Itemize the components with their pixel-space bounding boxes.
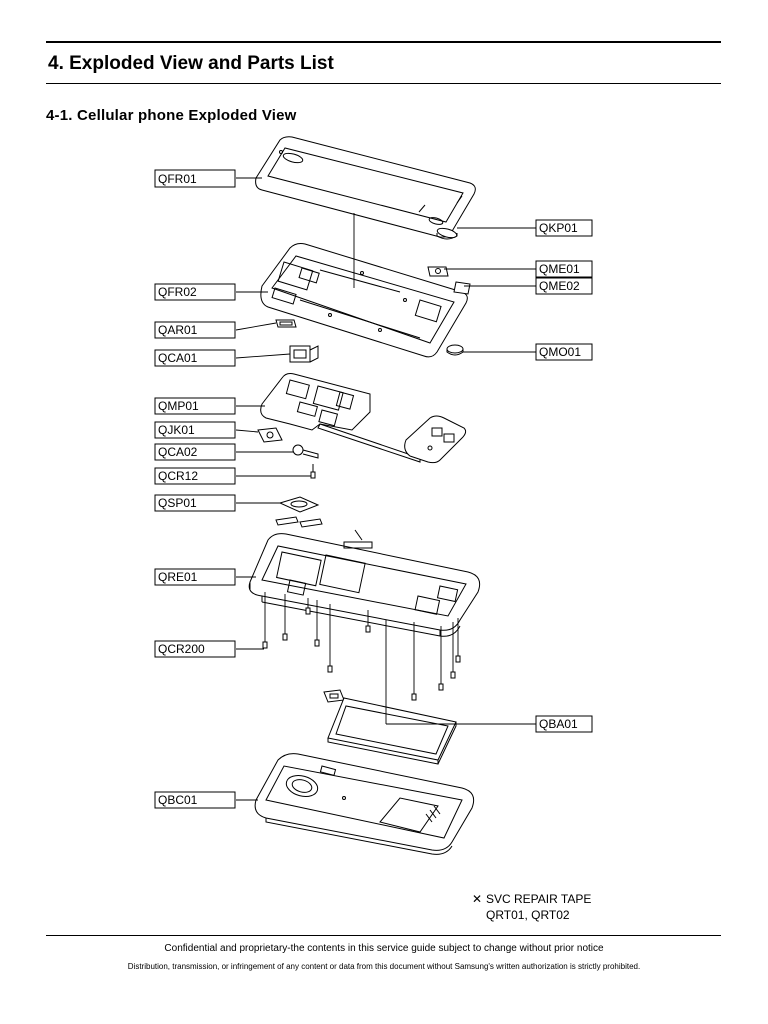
speaker-part — [275, 496, 323, 528]
label-qbc01: QBC01 — [154, 791, 236, 809]
screw-set-part — [262, 592, 461, 701]
label-qme01: QME01 — [535, 260, 593, 278]
label-qar01: QAR01 — [154, 321, 236, 339]
svg-text:QAR01: QAR01 — [158, 323, 198, 337]
ear-jack-part — [257, 427, 283, 443]
label-qkp01: QKP01 — [535, 219, 593, 237]
svg-text:QCR200: QCR200 — [158, 642, 205, 656]
label-qmp01: QMP01 — [154, 397, 236, 415]
footer-distribution: Distribution, transmission, or infringem… — [127, 962, 641, 971]
leader-lines — [235, 177, 536, 801]
label-qcr200: QCR200 — [154, 640, 236, 658]
svg-text:QME01: QME01 — [539, 262, 580, 276]
label-qme02: QME02 — [535, 277, 593, 295]
home-key-part — [436, 227, 458, 240]
subsection-title: 4-1. Cellular phone Exploded View — [46, 107, 297, 124]
label-qcr12: QCR12 — [154, 467, 236, 485]
label-qfr01: QFR01 — [154, 169, 236, 188]
rear-case-part — [248, 529, 481, 637]
svg-text:QMP01: QMP01 — [158, 399, 199, 413]
svg-text:QCA02: QCA02 — [158, 445, 198, 459]
motor-part — [446, 344, 464, 356]
camera-module-part — [289, 345, 319, 363]
receiver-part — [275, 319, 297, 328]
svg-text:QCA01: QCA01 — [158, 351, 198, 365]
small-bracket-part — [323, 689, 345, 703]
svg-text:QKP01: QKP01 — [539, 221, 578, 235]
screw-part — [310, 464, 316, 479]
label-qsp01: QSP01 — [154, 494, 236, 512]
svg-text:QME02: QME02 — [539, 279, 580, 293]
cross-mark-icon: ✕ — [472, 892, 483, 906]
svg-text:QCR12: QCR12 — [158, 469, 198, 483]
label-qmo01: QMO01 — [535, 343, 593, 361]
label-qfr02: QFR02 — [154, 283, 236, 301]
label-qba01: QBA01 — [535, 715, 593, 733]
label-qca01: QCA01 — [154, 349, 236, 367]
svg-text:QBC01: QBC01 — [158, 793, 198, 807]
label-qjk01: QJK01 — [154, 421, 236, 439]
svg-text:QSP01: QSP01 — [158, 496, 197, 510]
svg-text:QJK01: QJK01 — [158, 423, 195, 437]
svg-text:QRE01: QRE01 — [158, 570, 198, 584]
footer-confidential: Confidential and proprietary-the content… — [164, 943, 604, 954]
main-pcb-part — [260, 373, 467, 464]
rear-camera-part — [292, 444, 319, 459]
section-title: 4. Exploded View and Parts List — [48, 53, 334, 74]
battery-cover-part — [254, 753, 475, 855]
front-window-part — [255, 136, 476, 238]
exploded-view-diagram: QFR01 QKP01 QME01 QME02 QFR02 QAR01 QCA0… — [154, 136, 593, 855]
note-items: QRT01, QRT02 — [486, 908, 570, 922]
label-qca02: QCA02 — [154, 443, 236, 461]
title-rule — [46, 83, 721, 84]
svg-text:QFR02: QFR02 — [158, 285, 197, 299]
battery-part — [327, 697, 457, 765]
note-title: SVC REPAIR TAPE — [486, 892, 592, 906]
top-rule — [46, 41, 721, 43]
front-frame-part — [260, 243, 468, 358]
label-qre01: QRE01 — [154, 568, 236, 586]
footer-rule — [46, 935, 721, 936]
metal-bracket-parts — [427, 266, 471, 295]
repair-tape-note: ✕SVC REPAIR TAPE QRT01, QRT02 — [472, 891, 591, 923]
svg-text:QFR01: QFR01 — [158, 172, 197, 186]
svg-text:QBA01: QBA01 — [539, 717, 578, 731]
svg-text:QMO01: QMO01 — [539, 345, 581, 359]
